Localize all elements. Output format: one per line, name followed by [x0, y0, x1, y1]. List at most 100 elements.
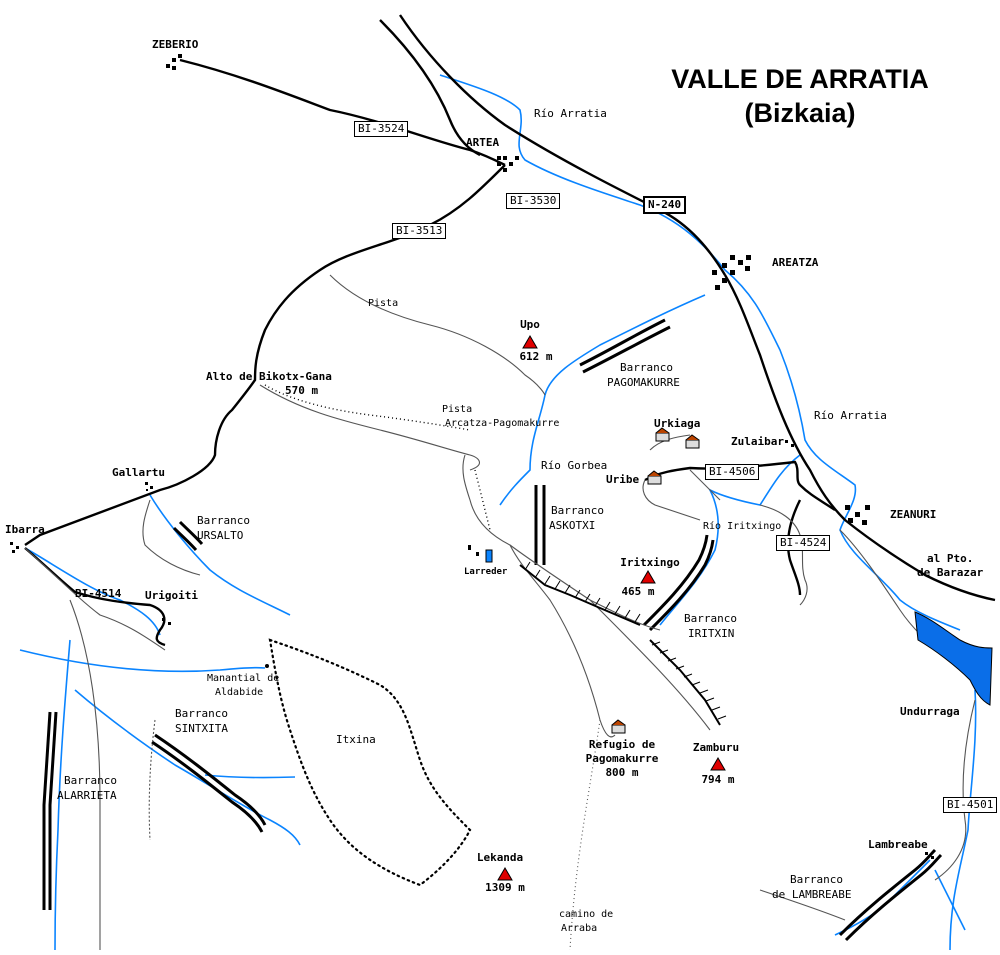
peak-iritxingo-alt: 465 m [621, 585, 655, 598]
peak-zamburu-alt: 794 m [701, 773, 735, 786]
barranco-askotxi-b: ASKOTXI [549, 519, 596, 532]
road-bi4506 [644, 460, 836, 511]
manantial-line1: Manantial de [207, 673, 280, 684]
river-label-arratia-mid: Río Arratia [814, 409, 887, 422]
barranco-iritxin-a: Barranco [684, 612, 737, 625]
road-tag-bi4506: BI-4506 [705, 464, 760, 480]
dotted-tracks [264, 384, 491, 531]
lake-undurraga [914, 611, 993, 706]
barranco-alarrieta-b: ALARRIETA [57, 789, 117, 802]
settlement-areatza [712, 255, 751, 290]
road-bi4514 [24, 547, 166, 647]
barranco-ursalto-b: URSALTO [197, 529, 244, 542]
peak-lekanda-alt: 1309 m [485, 881, 525, 894]
town-artea: ARTEA [466, 136, 500, 149]
barranco-lambreabe-a: Barranco [790, 873, 843, 886]
stream-sintxita2 [204, 774, 296, 779]
stream-west [54, 639, 71, 951]
settlement-zeberio [166, 54, 182, 70]
peak-iritxingo-name: Iritxingo [620, 556, 680, 569]
settlement-zeanuri [845, 505, 870, 525]
hut-icon [611, 719, 626, 734]
refugio-alt: 800 m [605, 766, 639, 779]
town-gallartu: Gallartu [112, 466, 165, 479]
town-urigoiti: Urigoiti [145, 589, 198, 602]
pista-ap-line2: Arcatza-Pagomakurre [445, 418, 560, 429]
rivers [19, 74, 977, 951]
peak-lekanda-icon [497, 867, 513, 881]
itxina-label: Itxina [336, 733, 376, 746]
stream-urigoiti [24, 547, 161, 636]
town-areatza: AREATZA [772, 256, 819, 269]
alto-bikotx-label: Alto de Bikotx-Gana [206, 370, 332, 383]
barranco-alarrieta-a: Barranco [64, 774, 117, 787]
road-tag-bi3530: BI-3530 [506, 193, 561, 209]
road-n240 [399, 14, 727, 276]
peak-iritxingo-icon [640, 570, 656, 584]
town-urkiaga: Urkiaga [654, 417, 701, 430]
road-tag-bi4524: BI-4524 [776, 535, 831, 551]
camino-line1: camino de [559, 909, 614, 920]
hut-icons [611, 427, 700, 734]
road-tag-n240: N-240 [643, 196, 687, 214]
pista-label: Pista [368, 298, 399, 309]
alto-bikotx-alt: 570 m [285, 384, 319, 397]
peak-lekanda-name: Lekanda [476, 851, 524, 864]
road-bi3524 [179, 58, 506, 167]
title-line1: VALLE DE ARRATIA [671, 64, 929, 94]
river-arratia [439, 74, 961, 631]
itxina-boundary [268, 638, 472, 887]
peak-upo-name: Upo [520, 318, 540, 331]
stream-ursalto [149, 494, 291, 616]
peak-upo-alt: 612 m [519, 350, 553, 363]
barranco-lambreabe-b: de LAMBREABE [772, 888, 852, 901]
road-bi3513 [24, 164, 506, 546]
larreder-marker [485, 549, 493, 563]
tracks [24, 274, 976, 951]
camino-line2: Arraba [561, 923, 598, 934]
barranco-pagomakurre-b: PAGOMAKURRE [607, 376, 680, 389]
river-gorbea [499, 294, 706, 506]
river-label-gorbea: Río Gorbea [541, 459, 608, 472]
barranco-walls [42, 318, 943, 942]
road-label-bi4514: BI-4514 [75, 587, 122, 600]
peak-upo-icon [522, 335, 538, 349]
escarpments [519, 561, 727, 726]
river-arratia-lower [949, 689, 977, 951]
stream-aldabide [19, 649, 266, 673]
town-undurraga: Undurraga [900, 705, 960, 718]
town-lambreabe: Lambreabe [868, 838, 928, 851]
town-zeanuri: ZEANURI [890, 508, 937, 521]
stream-east [934, 869, 966, 931]
settlements [10, 54, 934, 859]
barazar-line2: de Barazar [917, 566, 984, 579]
road-tag-bi3524: BI-3524 [354, 121, 409, 137]
river-label-iritxingo: Río Iritxingo [703, 521, 782, 532]
barranco-iritxin-b: IRITXIN [688, 627, 735, 640]
map-title: VALLE DE ARRATIA (Bizkaia) [640, 62, 960, 130]
hut-icon [685, 434, 700, 449]
pista-ap-line1: Pista [442, 404, 473, 415]
settlement-small [10, 440, 934, 859]
refugio-line1: Refugio de [588, 738, 656, 751]
road-bi4524 [786, 499, 802, 596]
hut-icon [647, 470, 662, 485]
river-label-arratia-top: Río Arratia [534, 107, 607, 120]
settlement-artea [497, 156, 519, 172]
road-zeberio-north [379, 19, 481, 157]
hut-icon [655, 427, 670, 442]
road-tag-bi3513: BI-3513 [392, 223, 447, 239]
title-line2: (Bizkaia) [744, 98, 856, 128]
town-zeberio: ZEBERIO [152, 38, 199, 51]
road-areatza-south [723, 274, 996, 602]
barranco-askotxi-a: Barranco [551, 504, 604, 517]
town-larreder: Larreder [464, 567, 508, 577]
town-zulaibar: Zulaibar [731, 435, 784, 448]
barranco-sintxita-b: SINTXITA [175, 722, 228, 735]
barranco-ursalto-a: Barranco [197, 514, 250, 527]
peak-markers [497, 335, 726, 881]
barranco-pagomakurre-a: Barranco [620, 361, 673, 374]
peak-zamburu-name: Zamburu [692, 741, 740, 754]
